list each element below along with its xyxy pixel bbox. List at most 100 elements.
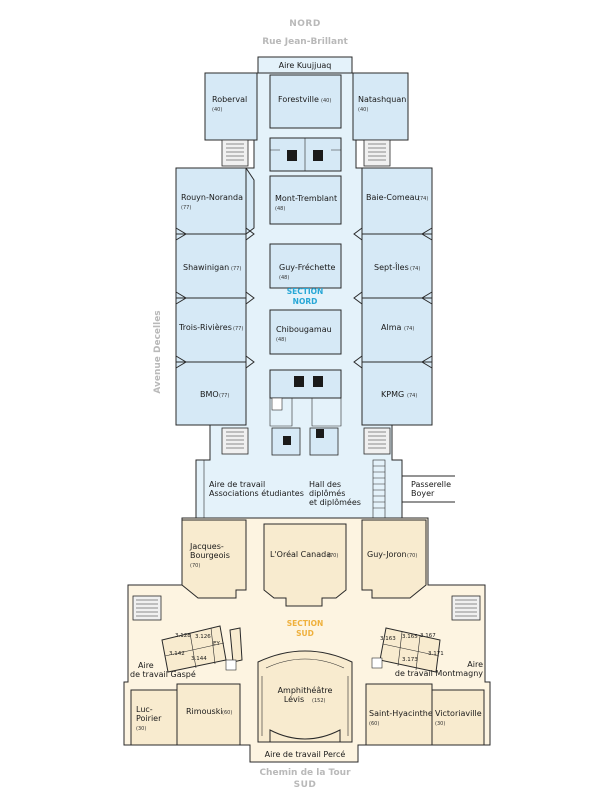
montmagny-label-1: Aire: [467, 660, 483, 669]
office-3126: 3.126: [195, 634, 211, 640]
joron-cap: (70): [407, 553, 417, 559]
north-section: Aire Kuujjuaq Roberval (40) Forestville …: [175, 56, 455, 519]
shawinigan-cap: (77): [231, 266, 241, 272]
lucpoirier-cap: (30): [136, 726, 146, 732]
accessible-icon-south-left: [225, 659, 237, 671]
compass-north: NORD: [289, 19, 321, 29]
room-guy-frechette[interactable]: [269, 243, 342, 289]
room-victoriaville[interactable]: [431, 689, 485, 746]
room-roberval[interactable]: [204, 72, 258, 141]
room-natashquan[interactable]: [352, 72, 409, 141]
aire-kuujjuaq[interactable]: [257, 56, 353, 74]
section-sud-label: SECTION: [287, 619, 324, 628]
room-mont-tremblant[interactable]: [269, 175, 342, 225]
room-kpmg[interactable]: [361, 361, 433, 426]
room-loreal-canada[interactable]: [263, 523, 347, 607]
victoriaville-cap: (30): [435, 721, 445, 727]
room-jacques-bourgeois[interactable]: [181, 519, 247, 599]
montmagny-label-2: de travail Montmagny: [395, 669, 483, 678]
baie-cap: (74): [418, 196, 428, 202]
stairs-top-right-icon: [363, 139, 391, 167]
south-section: Jacques- Bourgeois (70) L'Oréal Canada (…: [123, 517, 491, 763]
kpmg-cap: (74): [407, 393, 417, 399]
compass-south: SUD: [294, 780, 317, 790]
stairs-bottom-right-icon: [363, 427, 391, 455]
elevator-left: [271, 427, 301, 456]
hall-label-1: Hall des: [309, 480, 341, 489]
ramp-icon: [372, 459, 386, 519]
office-3128: 3.128: [175, 633, 191, 639]
washrooms-middle: [269, 369, 342, 399]
room-guy-joron[interactable]: [361, 519, 427, 599]
room-rimouski[interactable]: [176, 683, 241, 746]
washroom-men-icon: [287, 150, 297, 161]
passerelle-outline: [402, 475, 455, 503]
washrooms-top: [269, 137, 342, 172]
chibougamau-cap: (48): [276, 337, 286, 343]
rouyn-label: Rouyn-Noranda: [181, 193, 243, 202]
sept-cap: (74): [410, 266, 420, 272]
amphi-cap: (152): [312, 698, 325, 704]
natashquan-label: Natashquan: [358, 95, 406, 104]
roberval-cap: (40): [212, 107, 222, 113]
chibougamau-label: Chibougamau: [276, 325, 332, 334]
alma-cap: (74): [404, 326, 414, 332]
section-nord-label-2: NORD: [293, 297, 318, 306]
hall-label-2: diplômés: [309, 488, 345, 498]
perce-label: Aire de travail Percé: [265, 749, 346, 759]
washroom-women-icon-2: [313, 376, 323, 387]
sept-label: Sept-Îles: [374, 261, 409, 272]
jacques-label-2: Bourgeois: [190, 551, 230, 560]
lucpoirier-label-2: Poirier: [136, 714, 162, 723]
office-ey: EY: [213, 641, 220, 647]
lucpoirier-label-1: Luc-: [136, 705, 153, 714]
rimouski-label: Rimouski: [186, 707, 223, 716]
street-bottom: Chemin de la Tour: [259, 768, 351, 778]
passerelle-label-1: Passerelle: [411, 480, 451, 489]
loreal-cap: (70): [328, 553, 338, 559]
washroom-men-icon-2: [294, 376, 304, 387]
street-left: Avenue Decelles: [153, 310, 163, 393]
guy-label: Guy-Fréchette: [279, 262, 335, 272]
room-amphitheatre-levis[interactable]: [257, 650, 353, 743]
office-3167: 3.167: [420, 633, 436, 639]
assoc-label-2: Associations étudiantes: [209, 488, 304, 498]
room-forestville[interactable]: [269, 74, 342, 129]
rimouski-cap: (60): [222, 710, 232, 716]
gaspe-label-2: de travail Gaspé: [130, 669, 196, 679]
office-3142: 3.142: [169, 651, 185, 657]
room-bmo[interactable]: [175, 361, 247, 426]
mont-cap: (48): [275, 206, 285, 212]
elevator-right-icon: [316, 429, 324, 438]
sthyacinthe-cap: (60): [369, 721, 379, 727]
accessible-icon-south-right: [371, 657, 383, 669]
assoc-label-1: Aire de travail: [209, 480, 265, 489]
natashquan-cap: (40): [358, 107, 368, 113]
joron-label: Guy-Joron: [367, 550, 407, 559]
shawinigan-label: Shawinigan: [183, 263, 229, 272]
office-3173: 3.173: [402, 657, 418, 663]
gaspe-label-1: Aire: [138, 661, 154, 670]
forestville-label: Forestville: [278, 95, 319, 104]
stairs-bottom-left-icon: [221, 427, 249, 455]
trois-label: Trois-Rivières: [178, 322, 232, 332]
office-3165: 3.165: [402, 634, 418, 640]
rouyn-cap: (77): [181, 205, 191, 211]
passerelle-label-2: Boyer: [411, 489, 435, 498]
bmo-label: BMO: [200, 390, 219, 399]
jacques-cap: (70): [190, 563, 200, 569]
hall-label-3: et diplômées: [309, 497, 361, 507]
alma-label: Alma: [381, 323, 401, 332]
section-sud-label-2: SUD: [296, 629, 314, 638]
baie-label: Baie-Comeau: [366, 193, 420, 202]
amphi-stage: [269, 729, 341, 743]
stairs-south-left-icon: [132, 595, 162, 621]
sthyacinthe-label: Saint-Hyacinthe: [369, 709, 433, 718]
office-left-narrow: [229, 627, 243, 663]
room-chibougamau[interactable]: [269, 309, 342, 355]
roberval-label: Roberval: [212, 95, 247, 104]
stairs-top-left-icon: [221, 139, 249, 167]
stairs-south-right-icon: [451, 595, 481, 621]
bmo-cap: (77): [219, 393, 229, 399]
